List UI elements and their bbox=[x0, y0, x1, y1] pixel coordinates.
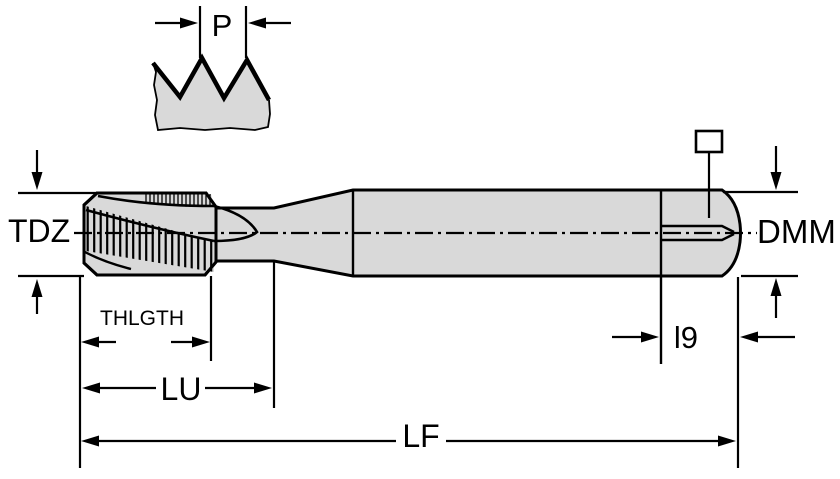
arrowhead-down-icon bbox=[31, 172, 43, 190]
flute-tip bbox=[213, 204, 259, 243]
square-flat-top bbox=[661, 224, 735, 234]
tap-body bbox=[74, 188, 757, 364]
arrowhead-right-icon bbox=[180, 17, 198, 29]
square-drive-end bbox=[659, 190, 735, 364]
arrowhead-up-icon bbox=[770, 278, 782, 296]
flute-lower-left bbox=[84, 250, 132, 271]
arrowhead-left-icon bbox=[740, 331, 758, 343]
label-shank-diameter: DMM bbox=[757, 213, 836, 250]
label-overall-length: LF bbox=[402, 418, 439, 454]
arrowhead-right-icon bbox=[192, 336, 210, 348]
thread-teeth-hatch bbox=[86, 206, 214, 272]
extension-lines bbox=[78, 262, 740, 468]
square-drive-icon bbox=[694, 129, 724, 218]
arrowhead-up-icon bbox=[31, 279, 43, 297]
thread-profile-zigzag-edge bbox=[151, 53, 271, 103]
arrowhead-left-icon bbox=[81, 336, 99, 348]
arrowhead-left-icon bbox=[82, 382, 100, 394]
dimension-square-length: l9 bbox=[612, 320, 795, 355]
label-square-length: l9 bbox=[674, 320, 698, 355]
thread-profile-fill bbox=[153, 58, 270, 130]
square-flat-bottom bbox=[661, 232, 735, 242]
dimension-usable-length: LU bbox=[82, 371, 272, 407]
arrowhead-left-icon bbox=[81, 435, 99, 447]
thread-profile-bottom-edge bbox=[152, 62, 271, 131]
thread-section-outline bbox=[82, 191, 218, 277]
dimension-thread-length: THLGTH bbox=[81, 307, 210, 348]
arrowhead-right-icon bbox=[718, 435, 736, 447]
dimension-thread-diameter: TDZ bbox=[8, 150, 97, 314]
label-thread-designation: TDZ bbox=[8, 213, 70, 249]
label-pitch: P bbox=[212, 8, 233, 43]
arrowhead-down-icon bbox=[770, 172, 782, 190]
label-usable-length: LU bbox=[161, 371, 202, 407]
flute-upper-boundary bbox=[97, 194, 215, 208]
square-symbol bbox=[694, 129, 724, 154]
label-thread-length: THLGTH bbox=[100, 307, 184, 330]
dimension-overall-length: LF bbox=[81, 418, 736, 454]
arrowhead-left-icon bbox=[248, 17, 266, 29]
arrowhead-right-icon bbox=[254, 382, 272, 394]
dimension-shank-diameter: DMM bbox=[723, 146, 836, 318]
thread-profile-detail: P bbox=[151, 6, 291, 131]
flute-lower-boundary bbox=[85, 208, 215, 243]
arrowhead-right-icon bbox=[641, 331, 659, 343]
dimension-pitch: P bbox=[155, 6, 291, 58]
